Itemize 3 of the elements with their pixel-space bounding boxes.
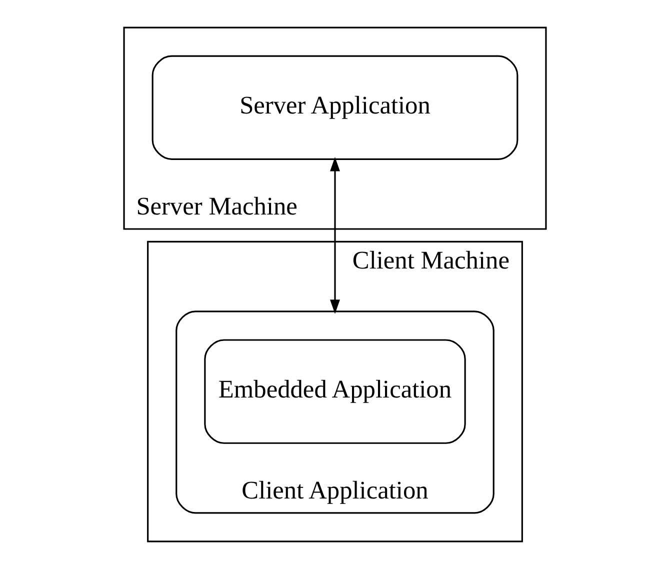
arrow (330, 157, 340, 314)
node-box: Server Application (152, 55, 518, 160)
node-box: Embedded Application (204, 339, 466, 444)
